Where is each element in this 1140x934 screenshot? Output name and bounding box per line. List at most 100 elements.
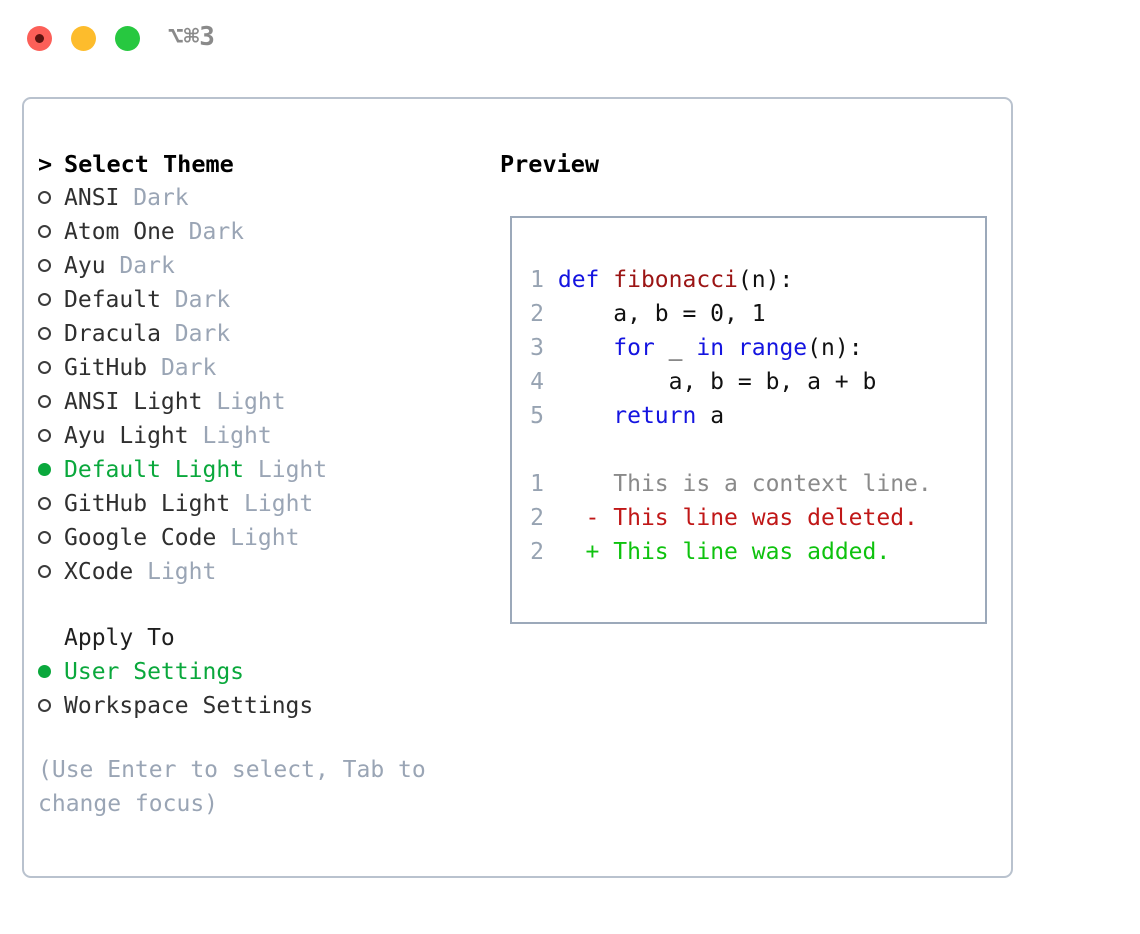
code-text: (n): <box>737 267 794 293</box>
zoom-button[interactable] <box>115 26 140 51</box>
code-line: 5 return a <box>520 399 981 433</box>
code-line: 2 a, b = 0, 1 <box>520 297 981 331</box>
diff-line-added: 2 + This line was added. <box>520 535 981 569</box>
theme-option-label: ANSI <box>64 185 120 211</box>
radio-selected-icon[interactable] <box>38 655 64 689</box>
code-keyword: def <box>557 267 600 293</box>
theme-option-dracula-dark[interactable]: Dracula Dark <box>38 317 498 351</box>
theme-option-ansi-light[interactable]: ANSI Light Light <box>38 385 498 419</box>
diff-sign <box>586 471 600 497</box>
main-panel: > Select Theme ANSI Dark Atom One Dark Ay… <box>22 97 1013 878</box>
theme-option-atom-one-dark[interactable]: Atom One Dark <box>38 215 498 249</box>
code-keyword: return <box>613 403 697 429</box>
code-text: _ <box>654 335 697 361</box>
code-line: 3 for _ in range(n): <box>520 331 981 365</box>
theme-option-variant: Light <box>216 389 286 415</box>
apply-to-workspace-settings[interactable]: Workspace Settings <box>38 689 498 723</box>
radio-unselected-icon[interactable] <box>38 555 64 589</box>
code-text: a <box>696 403 725 429</box>
theme-option-variant: Dark <box>174 321 231 347</box>
section-spacer <box>38 589 498 621</box>
radio-unselected-icon[interactable] <box>38 317 64 351</box>
theme-option-ayu-dark[interactable]: Ayu Dark <box>38 249 498 283</box>
diff-sign: - <box>585 505 600 531</box>
radio-unselected-icon[interactable] <box>38 689 64 723</box>
line-number: 1 <box>530 471 544 497</box>
radio-unselected-icon[interactable] <box>38 215 64 249</box>
diff-line-deleted: 2 - This line was deleted. <box>520 501 981 535</box>
line-number: 2 <box>530 505 544 531</box>
theme-option-default-dark[interactable]: Default Dark <box>38 283 498 317</box>
apply-to-label: User Settings <box>64 659 245 685</box>
code-text: a, b = b, a + b <box>557 369 877 395</box>
theme-picker-column: > Select Theme ANSI Dark Atom One Dark Ay… <box>38 147 498 821</box>
code-text: a, b = 0, 1 <box>557 301 766 327</box>
theme-option-ansi-dark[interactable]: ANSI Dark <box>38 181 498 215</box>
prompt-caret-icon: > <box>38 150 53 178</box>
diff-text: This line was added. <box>613 539 891 565</box>
theme-option-ayu-light[interactable]: Ayu Light Light <box>38 419 498 453</box>
theme-option-variant: Dark <box>188 219 245 245</box>
radio-unselected-icon[interactable] <box>38 283 64 317</box>
keyboard-hint-line2: change focus) <box>38 791 219 817</box>
code-keyword: for <box>613 335 655 361</box>
theme-option-variant: Light <box>244 491 314 517</box>
minimize-button[interactable] <box>71 26 96 51</box>
select-theme-header-label: Select Theme <box>64 150 234 178</box>
line-number: 1 <box>530 267 544 293</box>
line-number: 2 <box>530 539 544 565</box>
diff-sign: + <box>585 539 600 565</box>
radio-unselected-icon[interactable] <box>38 249 64 283</box>
theme-option-variant: Dark <box>174 287 231 313</box>
preview-column: Preview 1 def fibonacci(n): 2 a, b = 0, … <box>500 147 1000 624</box>
theme-option-xcode[interactable]: XCode Light <box>38 555 498 589</box>
line-number: 4 <box>530 369 544 395</box>
theme-option-label: GitHub Light <box>64 491 231 517</box>
code-keyword: in <box>696 335 725 361</box>
close-button[interactable] <box>27 26 52 51</box>
code-builtin: range <box>737 335 808 361</box>
theme-option-label: Ayu Light <box>64 423 189 449</box>
line-number: 2 <box>530 301 544 327</box>
preview-code-area: 1 def fibonacci(n): 2 a, b = 0, 1 3 for … <box>520 263 981 569</box>
radio-unselected-icon[interactable] <box>38 521 64 555</box>
theme-option-google-code[interactable]: Google Code Light <box>38 521 498 555</box>
code-line: 1 def fibonacci(n): <box>520 263 981 297</box>
radio-unselected-icon[interactable] <box>38 385 64 419</box>
diff-text: This line was deleted. <box>613 505 918 531</box>
theme-option-label: XCode <box>64 559 134 585</box>
diff-text: This is a context line. <box>613 471 932 497</box>
theme-option-default-light[interactable]: Default Light Light <box>38 453 498 487</box>
radio-selected-icon[interactable] <box>38 453 64 487</box>
radio-unselected-icon[interactable] <box>38 419 64 453</box>
radio-unselected-icon[interactable] <box>38 351 64 385</box>
apply-to-label: Workspace Settings <box>64 693 314 719</box>
keyboard-hint: (Use Enter to select, Tab to change focus… <box>38 753 498 821</box>
theme-option-github-light[interactable]: GitHub Light Light <box>38 487 498 521</box>
code-function-name: fibonacci <box>613 267 738 293</box>
theme-option-variant: Light <box>202 423 272 449</box>
theme-option-label: Google Code <box>64 525 217 551</box>
keyboard-hint-line1: (Use Enter to select, Tab to <box>38 757 426 783</box>
window-controls <box>27 26 140 51</box>
code-diff-separator <box>520 433 981 467</box>
theme-option-variant: Dark <box>119 253 175 279</box>
select-theme-header: > Select Theme <box>38 147 498 181</box>
theme-option-label: ANSI Light <box>64 389 203 415</box>
theme-option-label: Dracula <box>64 321 161 347</box>
theme-option-variant: Light <box>257 457 328 483</box>
theme-option-github-dark[interactable]: GitHub Dark <box>38 351 498 385</box>
line-number: 5 <box>530 403 544 429</box>
line-number: 3 <box>530 335 544 361</box>
theme-option-label: Default <box>64 287 161 313</box>
radio-unselected-icon[interactable] <box>38 181 64 215</box>
title-bar: ⌥⌘3 <box>0 0 1140 78</box>
apply-to-user-settings[interactable]: User Settings <box>38 655 498 689</box>
diff-line-context: 1 This is a context line. <box>520 467 981 501</box>
code-line: 4 a, b = b, a + b <box>520 365 981 399</box>
theme-option-variant: Dark <box>160 355 217 381</box>
radio-unselected-icon[interactable] <box>38 487 64 521</box>
preview-title: Preview <box>500 150 600 178</box>
theme-option-variant: Light <box>230 525 300 551</box>
